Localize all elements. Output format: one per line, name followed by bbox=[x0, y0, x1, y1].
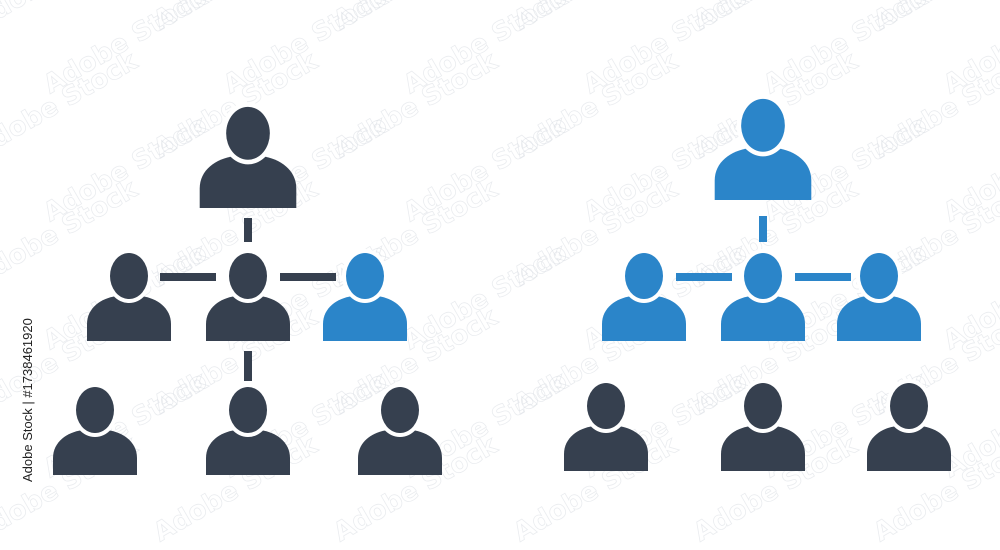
stock-image-id: Adobe Stock | #1738461920 bbox=[16, 322, 40, 482]
org-chart-left bbox=[53, 102, 442, 475]
